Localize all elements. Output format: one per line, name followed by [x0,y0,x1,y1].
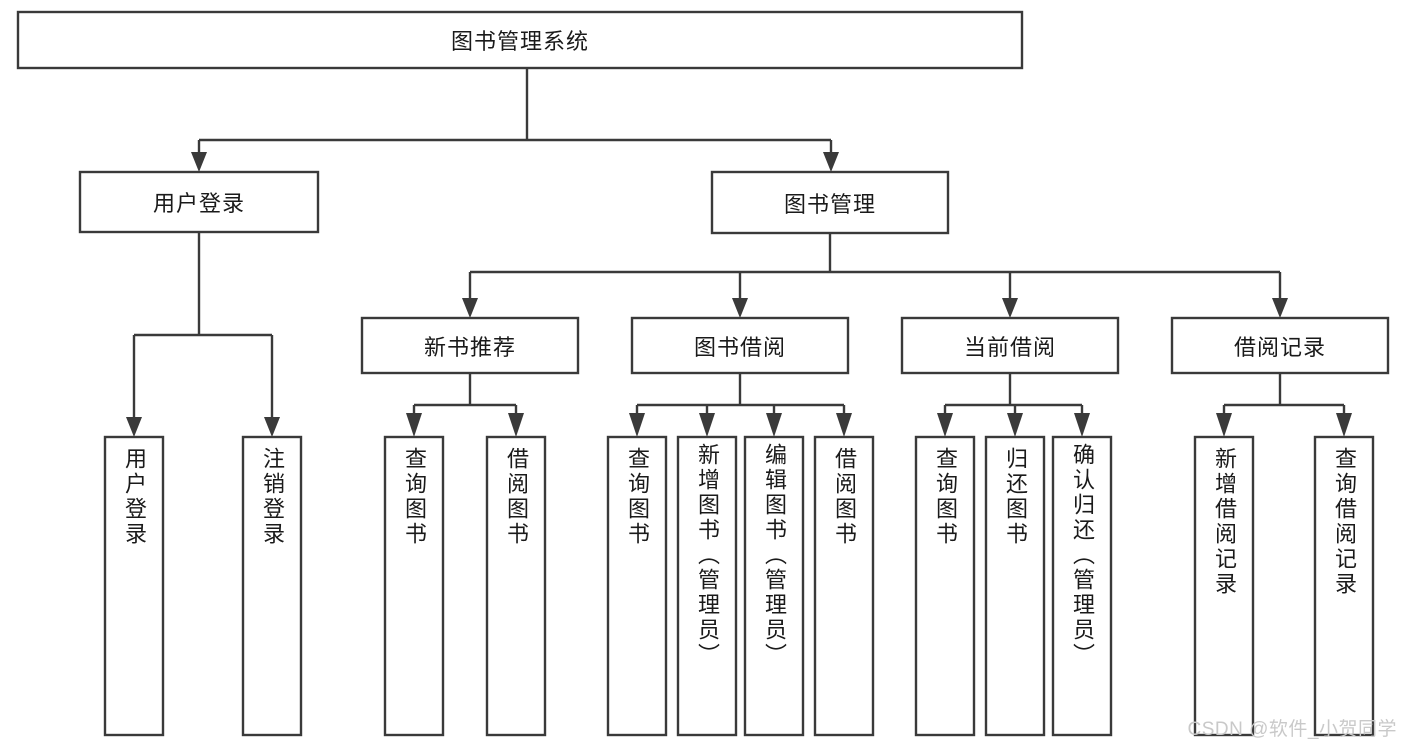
node-new-book-recommend[interactable] [360,316,580,375]
leaf-borrow-record-0[interactable] [1193,435,1255,737]
node-book-borrow[interactable] [630,316,850,375]
node-book-manage[interactable] [710,170,950,235]
leaf-current-borrow-1[interactable] [984,435,1046,737]
leaf-book-borrow-3[interactable] [813,435,875,737]
leaf-book-borrow-2[interactable] [743,435,805,737]
leaf-current-borrow-2[interactable] [1051,435,1113,737]
connector-current-borrow-to-leaves [937,373,1090,437]
leaf-borrow-record-1[interactable] [1313,435,1375,737]
leaf-user-login-1[interactable] [241,435,303,737]
leaf-current-borrow-0[interactable] [914,435,976,737]
leaf-new-book-1[interactable] [485,435,547,737]
connector-new-book-to-leaves [406,373,524,437]
connector-root-to-level2 [191,68,839,172]
leaf-user-login-0[interactable] [103,435,165,737]
node-root[interactable] [16,10,1024,70]
leaf-book-borrow-1[interactable] [676,435,738,737]
node-user-login[interactable] [78,170,320,234]
leaf-new-book-0[interactable] [383,435,445,737]
connector-book-borrow-to-leaves [629,373,852,437]
csdn-watermark: CSDN @软件_小贺同学 [1187,719,1397,740]
leaf-book-borrow-0[interactable] [606,435,668,737]
connector-borrow-record-to-leaves [1216,373,1352,437]
node-borrow-record[interactable] [1170,316,1390,375]
connector-user-login-to-leaves [126,232,280,437]
connector-book-manage-to-level3 [462,233,1288,318]
node-current-borrow[interactable] [900,316,1120,375]
